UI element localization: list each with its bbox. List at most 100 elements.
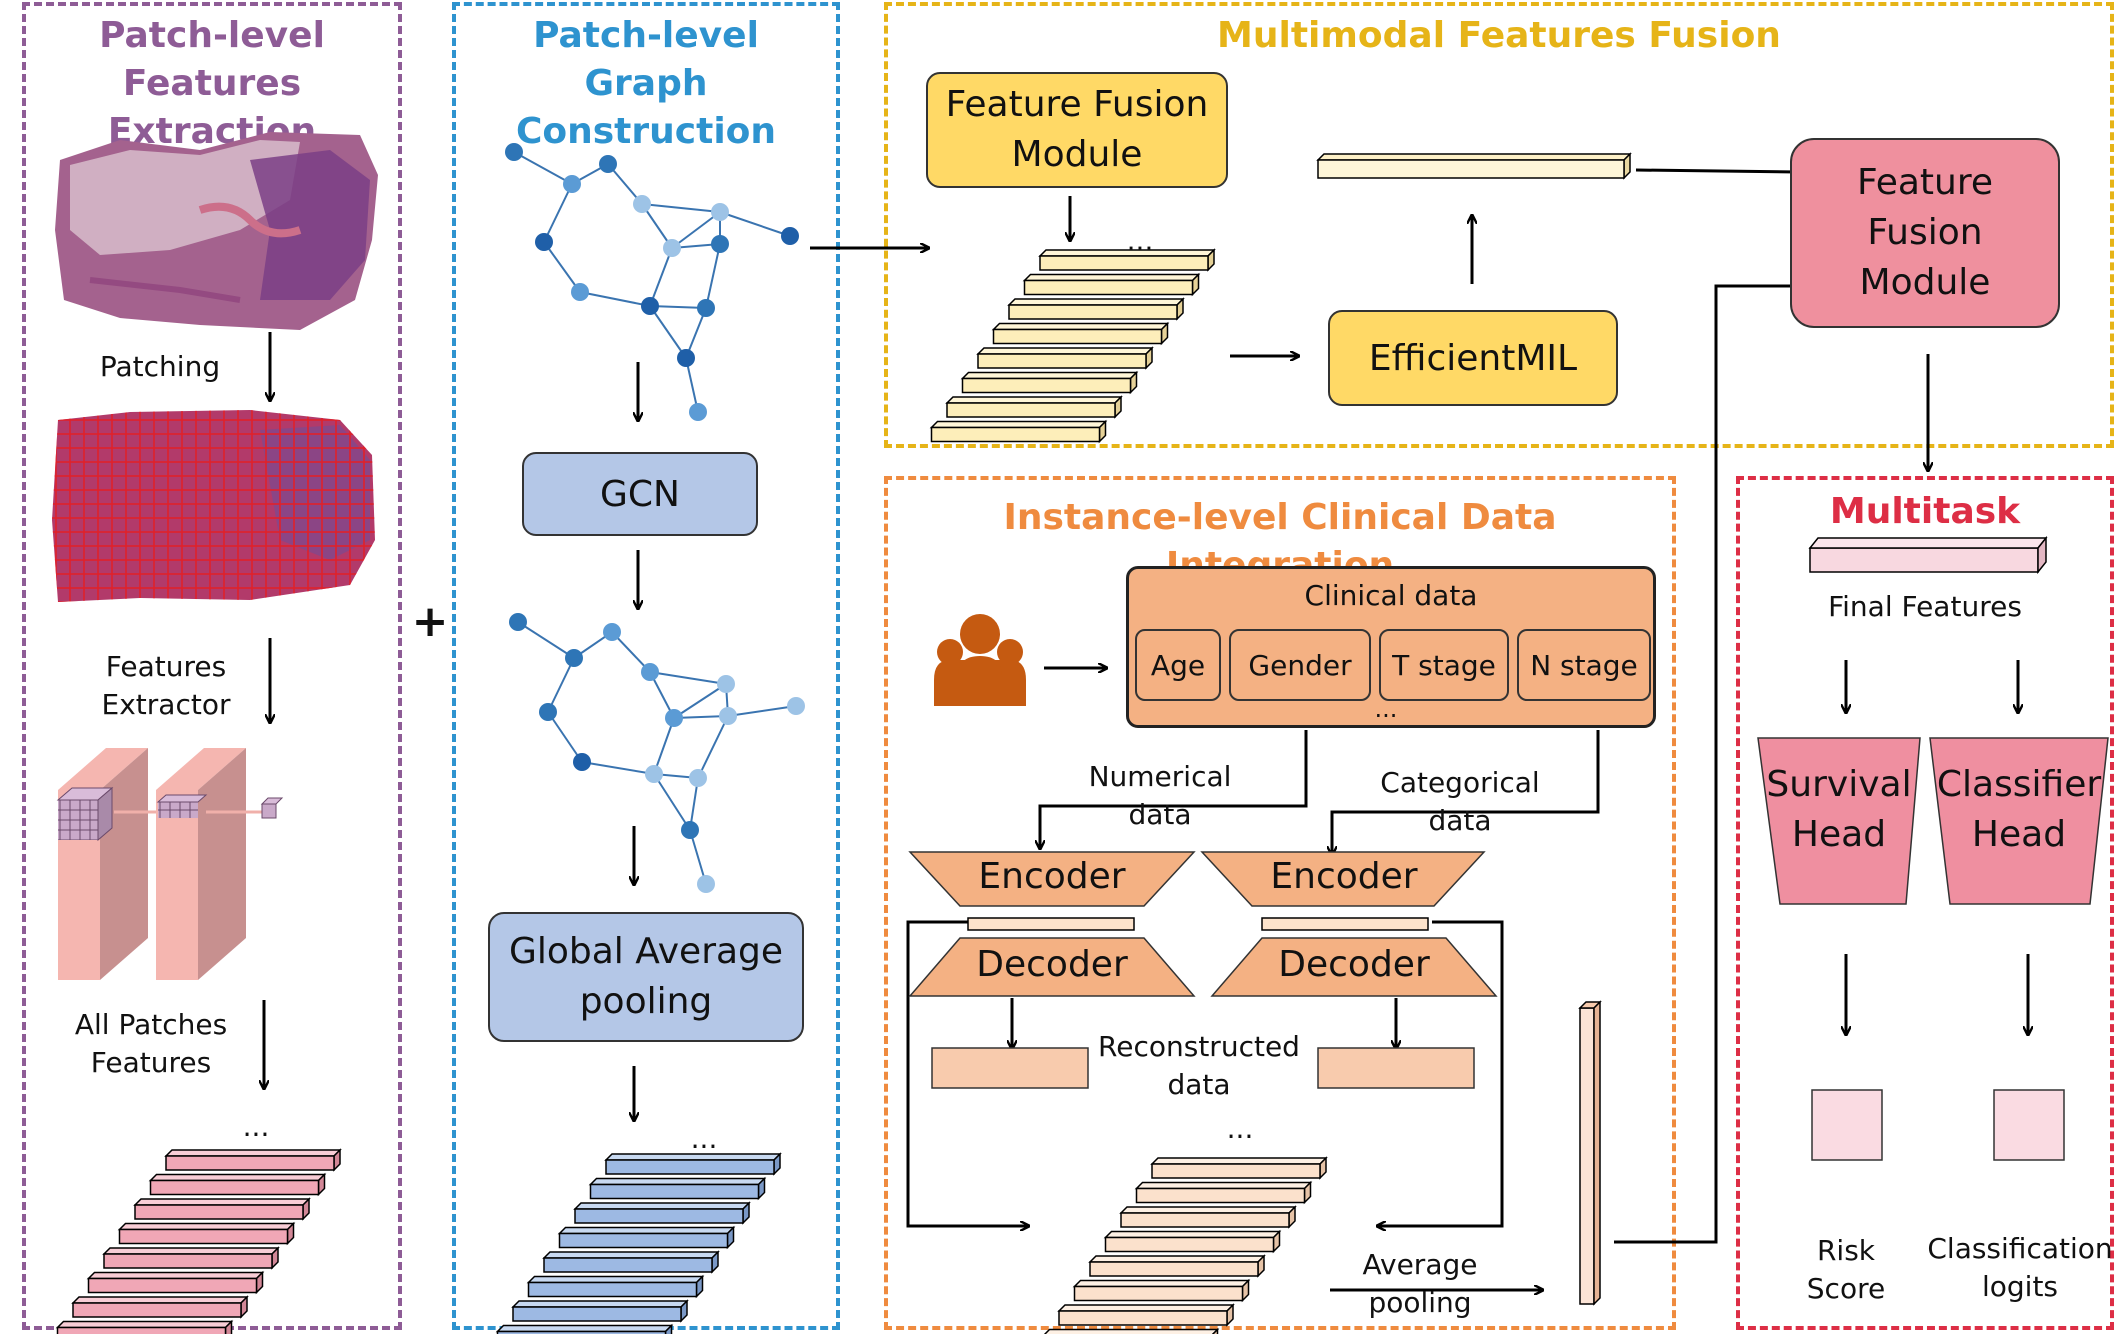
patch-feature-stack-bar <box>102 1246 280 1270</box>
graph-top-node <box>711 203 729 221</box>
fusion-arrows <box>1070 170 1928 1244</box>
clinical-data-title: Clinical data <box>1304 579 1478 612</box>
graph-feature-stack-bar <box>526 1274 705 1299</box>
graph-top-edge <box>513 151 573 185</box>
classifier-head-shape <box>1929 737 2109 905</box>
graph-top-node <box>505 143 523 161</box>
graph-feature-stack-bar-front <box>527 1281 698 1298</box>
label-categorical-data: Categorical data <box>1380 766 1540 837</box>
arrow-clinical-to-ffm-main <box>1614 286 1798 1244</box>
clinical-fields-ellipsis: ... <box>1374 695 1398 723</box>
graph-feature-stack-bar-front <box>496 1330 667 1334</box>
clinical-feature-stack-bar <box>1134 1180 1313 1205</box>
graph-bottom-node <box>689 769 707 787</box>
graph-feature-stack-bar-side <box>664 1323 673 1334</box>
graph-feature-stack-bar-top <box>573 1202 751 1210</box>
graph-top-edge <box>543 183 573 243</box>
global-average-pooling-box: Global Average pooling <box>488 912 804 1042</box>
fusion-feature-stack-bar <box>945 395 1123 419</box>
clinical-feature-stack-bar-front <box>1073 1285 1244 1302</box>
graph-feature-stack-bar <box>511 1299 689 1323</box>
graph-bottom-node <box>603 623 621 641</box>
graph-top-edge <box>685 357 699 413</box>
patch-feature-stack-bar-top <box>71 1296 249 1304</box>
patients-icon <box>934 614 1026 706</box>
patch-feature-stack-bar-front <box>134 1204 304 1220</box>
patch-feature-stack-bar-front <box>149 1179 320 1196</box>
field-n-stage: N stage <box>1517 629 1651 701</box>
graph-bottom-node <box>645 765 663 783</box>
fusion-feature-stack-bar <box>1022 272 1201 297</box>
output-boxes <box>1811 1089 2065 1161</box>
encoder-1-label: Encoder <box>978 856 1126 897</box>
patch-feature-stack-bar-front <box>56 1326 227 1334</box>
clinical-feature-stack-bar-front <box>1135 1187 1306 1204</box>
field-age: Age <box>1135 629 1221 701</box>
clinical-feature-stack-bar-front <box>1151 1163 1321 1179</box>
fusion-feature-stack-bar-top <box>976 347 1154 355</box>
graph-top-edge <box>649 305 687 359</box>
graph-bottom-edge <box>727 705 797 717</box>
graph-bottom-edge <box>673 715 729 719</box>
field-gender: Gender <box>1229 629 1371 701</box>
graph-top-edge <box>641 203 721 213</box>
feature-extractor-blocks <box>56 748 284 980</box>
latent-bars <box>967 917 1429 931</box>
clinical-feature-stack-bar-front <box>1089 1261 1259 1277</box>
reconstructed-bars <box>931 1047 1475 1089</box>
graph-top-edge <box>649 247 673 307</box>
decoder-2-shape <box>1210 937 1498 997</box>
fusion-feature-stack-bar-top <box>945 396 1123 404</box>
feature-fusion-module-main: Feature Fusion Module <box>1790 138 2060 328</box>
graph-top-edge <box>705 243 721 309</box>
classifier-head-label: Classifier Head <box>1936 764 2102 855</box>
graph-top-edge <box>579 291 651 307</box>
fused-feature-vector <box>1316 152 1632 180</box>
fusion-feature-stack-bar-front <box>1039 255 1209 271</box>
fusion-feature-stack-bar-top <box>1022 273 1201 282</box>
graph-bottom-node <box>719 707 737 725</box>
fusion-feature-stack-bar-top <box>929 420 1108 429</box>
label-features-extractor: Features Extractor <box>101 650 231 721</box>
fusion-feature-stack-bar-front <box>992 328 1163 345</box>
graph-bottom-node <box>641 663 659 681</box>
clinical-feature-stack-bar-side <box>1211 1327 1219 1334</box>
clinical-feature-stack-bar-top <box>1043 1328 1220 1334</box>
clinical-feature-stack-bar-front <box>1120 1212 1290 1228</box>
clinical-feature-stack-bar-top <box>1072 1279 1251 1288</box>
graph-bottom-edge <box>697 715 729 779</box>
clinical-feature-stack-bar <box>1057 1303 1235 1327</box>
patch-feature-stack-bar <box>86 1270 265 1295</box>
fusion-feature-stack-bar-front <box>930 426 1101 443</box>
clinical-feature-stack-bar <box>1072 1278 1251 1303</box>
gcn-box: GCN <box>522 452 758 536</box>
graph-top-node <box>563 175 581 193</box>
graph-feature-stack-bar-top <box>495 1324 674 1333</box>
arrow-left-loop <box>906 920 1028 1226</box>
arrow-numerical <box>1040 730 1308 848</box>
final-features-bar <box>1808 535 2048 575</box>
graph-top-node <box>781 227 799 245</box>
patch-feature-stack-bar <box>117 1221 296 1246</box>
feature-fusion-module-small: Feature Fusion Module <box>926 72 1228 188</box>
arrow-right-loop <box>1378 920 1504 1226</box>
patch-feature-stack-bar <box>148 1172 327 1197</box>
patch-feature-stack-bar-top <box>55 1320 234 1329</box>
fusion-feature-stack-bar <box>929 419 1108 444</box>
graph-arrows <box>634 248 928 1120</box>
graph-feature-stack-bar <box>495 1323 674 1334</box>
graph-bottom-edge <box>653 717 675 775</box>
wsi-thumbnail <box>55 132 378 330</box>
autoencoders <box>908 851 1498 997</box>
panel-fusion-title: Multimodal Features Fusion <box>1217 15 1781 56</box>
clinical-feature-stack-bar-top <box>1103 1230 1282 1239</box>
label-final-features: Final Features <box>1828 590 2022 623</box>
decoder-2-label: Decoder <box>1278 944 1430 985</box>
fusion-feature-stack-bar-front <box>1008 304 1178 320</box>
clinical-feature-stack-bar-top <box>1134 1181 1313 1190</box>
patch-feature-stack-bar-top <box>102 1247 280 1255</box>
graph-feature-stack-bar-top <box>557 1226 736 1235</box>
graph-feature-stack-bar <box>588 1176 767 1201</box>
prediction-heads <box>1757 737 2109 905</box>
arrow-categorical <box>1332 730 1600 854</box>
